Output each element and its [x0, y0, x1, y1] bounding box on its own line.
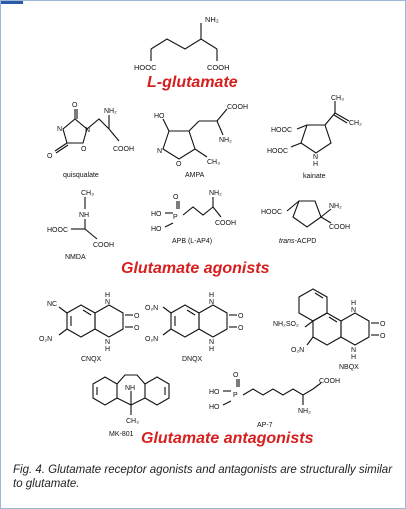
- structures-figure: .b { stroke: #111; stroke-width: 1.1; fi…: [39, 15, 386, 447]
- cnqx-name: CNQX: [81, 356, 102, 363]
- apb-o: O: [173, 194, 179, 201]
- ampa-ho: HO: [154, 113, 165, 120]
- ampa-name: AMPA: [185, 172, 205, 179]
- figure-caption: Fig. 4. Glutamate receptor agonists and …: [13, 464, 393, 490]
- cnqx-nc: NC: [47, 301, 57, 308]
- mk801-structure: NH CH₃ MK-801: [92, 374, 170, 438]
- nbqx-o2n: O₂N: [291, 347, 304, 354]
- acpd-cooh: COOH: [329, 224, 350, 231]
- kainate-hooc-top: HOOC: [271, 127, 292, 134]
- ampa-n: N: [157, 148, 162, 155]
- nbqx-name: NBQX: [339, 364, 359, 371]
- cnqx-n-bottom: N: [105, 339, 110, 346]
- nmda-hooc: HOOC: [47, 227, 68, 234]
- quisqualate-n-ring: N: [85, 127, 90, 134]
- nbqx-h-top: H: [351, 300, 356, 307]
- l-glutamate-structure: NH₂ HOOC COOH: [134, 15, 230, 72]
- dnqx-o-top: O: [238, 313, 244, 320]
- nbqx-nh2so2: NH₂SO₂: [273, 321, 299, 328]
- acpd-name: trans-ACPD: [279, 238, 316, 245]
- nmda-cooh: COOH: [93, 242, 114, 249]
- ap7-cooh: COOH: [319, 378, 340, 385]
- glutamate-nh2-label: NH₂: [205, 15, 219, 24]
- apb-cooh: COOH: [215, 220, 236, 227]
- dnqx-n-bottom: N: [209, 339, 214, 346]
- heading-glutamate-antagonists: Glutamate antagonists: [141, 430, 314, 447]
- nbqx-o-bottom: O: [380, 333, 386, 340]
- cnqx-o-top: O: [134, 313, 140, 320]
- ampa-nh2: NH₂: [219, 137, 232, 144]
- kainate-h: H: [313, 161, 318, 168]
- ap7-p: P: [233, 392, 238, 399]
- cnqx-structure: H N N H O O NC O₂N CNQX: [39, 292, 140, 363]
- quisqualate-o-ring: O: [81, 146, 87, 153]
- ap7-ho1: HO: [209, 389, 220, 396]
- acpd-structure: HOOC NH₂ COOH trans-ACPD: [261, 200, 350, 245]
- dnqx-structure: H N N H O O O₂N O₂N DNQX: [145, 292, 244, 363]
- kainate-name: kainate: [303, 173, 326, 180]
- dnqx-o-bottom: O: [238, 325, 244, 332]
- nmda-ch3: CH₃: [81, 190, 94, 197]
- heading-l-glutamate: L-glutamate: [147, 74, 238, 91]
- quisqualate-nh2: NH₂: [104, 108, 117, 115]
- nbqx-n-top: N: [351, 307, 356, 314]
- dnqx-h-top: H: [209, 292, 214, 299]
- mk801-name: MK-801: [109, 431, 134, 438]
- ap7-ho2: HO: [209, 404, 220, 411]
- cnqx-o2n: O₂N: [39, 336, 52, 343]
- ap7-o: O: [233, 372, 239, 379]
- quisqualate-structure: O N N O O NH₂ COOH quisqualate: [47, 102, 134, 179]
- dnqx-name: DNQX: [182, 356, 203, 363]
- apb-ho2: HO: [151, 226, 162, 233]
- glutamate-hooc-label: HOOC: [134, 63, 157, 72]
- cnqx-h-top: H: [105, 292, 110, 299]
- quisqualate-cooh: COOH: [113, 146, 134, 153]
- cnqx-h-bottom: H: [105, 346, 110, 353]
- acpd-name-suffix: -ACPD: [295, 238, 317, 245]
- kainate-ch3-top: CH₃: [331, 95, 344, 102]
- apb-name: APB (L-AP4): [172, 238, 212, 245]
- ampa-o: O: [176, 161, 182, 168]
- kainate-hooc-bottom: HOOC: [267, 148, 288, 155]
- cnqx-o-bottom: O: [134, 325, 140, 332]
- quisqualate-o-top: O: [72, 102, 78, 109]
- nmda-nh: NH: [79, 212, 89, 219]
- quisqualate-name: quisqualate: [63, 172, 99, 179]
- quisqualate-n-left: N: [57, 126, 62, 133]
- ampa-structure: COOH HO NH₂ N O CH₃ AMPA: [154, 104, 248, 179]
- nmda-structure: CH₃ NH HOOC COOH NMDA: [47, 190, 114, 261]
- kainate-ch2: CH₂: [349, 120, 362, 127]
- nbqx-structure: H N N H O O NH₂SO₂ O₂N NBQX: [273, 288, 386, 371]
- ap7-nh2: NH₂: [298, 408, 311, 415]
- glutamate-cooh-label: COOH: [207, 63, 230, 72]
- nbqx-o-top: O: [380, 321, 386, 328]
- cnqx-n-top: N: [105, 299, 110, 306]
- mk801-nh: NH: [125, 385, 135, 392]
- ap7-name: AP-7: [257, 422, 273, 429]
- acpd-name-prefix: trans: [279, 238, 295, 245]
- acpd-nh2: NH₂: [329, 203, 342, 210]
- heading-glutamate-agonists: Glutamate agonists: [121, 260, 270, 277]
- apb-structure: O P HO HO NH₂ COOH APB (L-AP4): [151, 190, 236, 245]
- apb-p: P: [173, 214, 178, 221]
- quisqualate-o-left: O: [47, 153, 53, 160]
- dnqx-o2n-top: O₂N: [145, 305, 158, 312]
- kainate-n: N: [313, 154, 318, 161]
- kainate-structure: CH₃ CH₂ HOOC HOOC N H kainate: [267, 95, 362, 180]
- apb-nh2: NH₂: [209, 190, 222, 197]
- dnqx-o2n-bottom: O₂N: [145, 336, 158, 343]
- mk801-ch3: CH₃: [126, 418, 139, 425]
- nmda-name: NMDA: [65, 254, 86, 261]
- ampa-cooh: COOH: [227, 104, 248, 111]
- top-accent-bar: [1, 1, 23, 4]
- ampa-ch3: CH₃: [207, 159, 220, 166]
- nbqx-n-bottom: N: [351, 347, 356, 354]
- dnqx-h-bottom: H: [209, 346, 214, 353]
- apb-ho1: HO: [151, 211, 162, 218]
- nbqx-h-bottom: H: [351, 354, 356, 361]
- ap7-structure: O P HO HO COOH NH₂ AP-7: [209, 372, 340, 429]
- dnqx-n-top: N: [209, 299, 214, 306]
- acpd-hooc: HOOC: [261, 209, 282, 216]
